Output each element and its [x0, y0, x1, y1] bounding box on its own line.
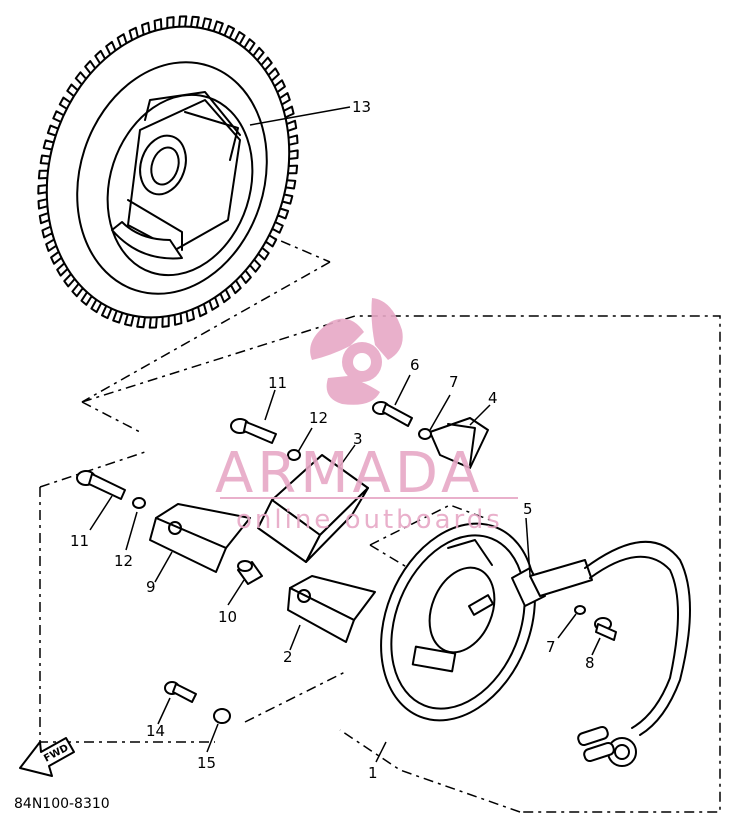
callout-14: 14 — [146, 722, 165, 740]
bolt-8 — [594, 617, 617, 641]
callout-3: 3 — [353, 430, 363, 448]
charge-coil-3 — [257, 454, 369, 563]
coil-4 — [429, 417, 489, 469]
bolt-11-lower — [76, 470, 126, 500]
collar-10 — [237, 560, 263, 585]
callout-11-lower: 11 — [70, 532, 89, 550]
callout-11-upper: 11 — [268, 374, 287, 392]
propeller-logo — [310, 298, 403, 405]
watermark: ARMADA online outboards — [215, 298, 518, 535]
watermark-brand: ARMADA — [215, 441, 483, 506]
callout-2: 2 — [283, 648, 293, 666]
part-code: 84N100-8310 — [14, 796, 110, 812]
lighting-coil-9 — [149, 503, 251, 573]
watermark-tagline: online outboards — [236, 505, 503, 535]
callout-15: 15 — [197, 754, 216, 772]
callout-7-lower: 7 — [546, 638, 556, 656]
flywheel — [37, 15, 299, 329]
callout-7-upper: 7 — [449, 373, 459, 391]
leader-lines — [89, 106, 601, 763]
callout-12-upper: 12 — [309, 409, 328, 427]
assembly-outline — [39, 231, 721, 813]
washers — [132, 428, 586, 724]
bolt-14 — [164, 681, 197, 703]
callout-8: 8 — [585, 654, 595, 672]
callout-13: 13 — [352, 98, 371, 116]
bolt-11-upper — [230, 418, 277, 444]
callout-1: 1 — [368, 764, 378, 782]
callout-6: 6 — [410, 356, 420, 374]
callout-4: 4 — [488, 389, 498, 407]
bolt-6 — [372, 401, 413, 427]
stator-base-plate — [380, 522, 536, 722]
wiring-harness — [511, 540, 691, 767]
callout-labels: 13 11 12 3 6 7 4 11 12 9 10 2 5 7 8 14 1… — [70, 98, 595, 782]
fwd-arrow: FWD — [19, 737, 75, 777]
callout-10: 10 — [218, 608, 237, 626]
pulser-coil-2 — [287, 575, 376, 643]
callout-9: 9 — [146, 578, 156, 596]
callout-5: 5 — [523, 500, 533, 518]
callout-12-lower: 12 — [114, 552, 133, 570]
